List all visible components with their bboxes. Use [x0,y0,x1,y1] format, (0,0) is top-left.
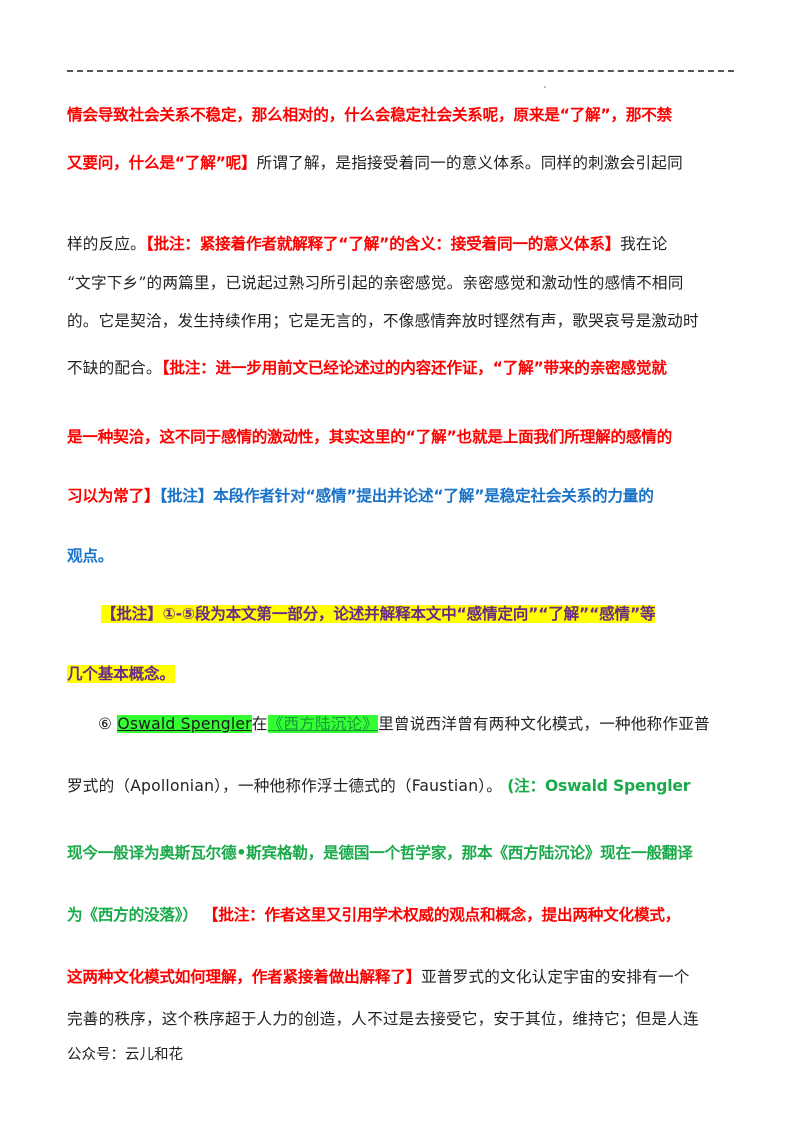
text-line-13: 罗式的（Apollonian），一种他称作浮士德式的（Faustian）。 (注… [67,775,737,797]
footer-account: 公众号：云儿和花 [67,1047,183,1063]
book-title-link[interactable]: 《西方陆沉论》 [267,715,379,733]
annotation-red: 【批注：作者这里又引用学术权威的观点和概念，提出两种文化模式， [202,906,681,924]
term-apollonian: Apollonian [130,777,215,795]
body-text: 完善的秩序，这个秩序超于人力的创造，人不过是去接受它，安于其位，维持它；但是人连 [67,1010,699,1028]
text-line-2: 又要问，什么是“了解”呢】所谓了解，是指接受着同一的意义体系。同样的刺激会引起同 [67,152,737,174]
text-line-14: 现今一般译为奥斯瓦尔德•斯宾格勒，是德国一个哲学家，那本《西方陆沉论》现在一般翻… [67,842,737,864]
annotation-red: 【批注：进一步用前文已经论述过的内容还作证，“了解”带来的亲密感觉就 [161,359,667,377]
body-text: 样的反应。 [67,235,146,253]
text-line-10: 【批注】①-⑤段为本文第一部分，论述并解释本文中“感情定向”“了解”“感情”等 [101,603,741,625]
text-line-11: 几个基本概念。 [67,663,737,685]
text-line-4: “文字下乡”的两篇里，已说起过熟习所引起的亲密感觉。亲密感觉和激动性的感情不相同 [67,272,737,294]
paragraph-number: ⑥ [98,715,113,733]
body-text: 里曾说西洋曾有两种文化模式，一种他称作亚普 [378,715,710,733]
body-text: “文字下乡”的两篇里，已说起过熟习所引起的亲密感觉。亲密感觉和激动性的感情不相同 [67,274,684,292]
body-text: 所谓了解，是指接受着同一的意义体系。同样的刺激会引起同 [256,154,683,172]
annotation-blue: 【批注】本段作者针对“感情”提出并论述“了解”是稳定社会关系的力量的 [159,487,654,505]
text-line-8: 习以为常了】【批注】本段作者针对“感情”提出并论述“了解”是稳定社会关系的力量的 [67,485,737,507]
annotation-blue: 观点。 [67,547,114,565]
text-line-5: 的。它是契洽，发生持续作用；它是无言的，不像感情奔放时铿然有声，歌哭哀号是激动时 [67,310,737,332]
annotation-red: 这两种文化模式如何理解，作者紧接着做出解释了】 [67,968,422,986]
text-line-16: 这两种文化模式如何理解，作者紧接着做出解释了】亚普罗式的文化认定宇宙的安排有一个 [67,966,737,988]
body-text: 的。它是契洽，发生持续作用；它是无言的，不像感情奔放时铿然有声，歌哭哀号是激动时 [67,312,699,330]
note-green: 为《西方的没落》） [67,906,198,924]
annotation-red: 又要问，什么是“了解”呢】 [67,154,257,172]
body-text: ）。 [478,777,503,795]
body-text: 在 [251,715,268,733]
body-text: ），一种他称作浮士德式的（ [214,777,412,795]
body-text: 不缺的配合。 [67,359,162,377]
text-line-1: 情会导致社会关系不稳定，那么相对的，什么会稳定社会关系呢，原来是“了解”，那不禁 [67,104,737,126]
note-green: 现今一般译为奥斯瓦尔德•斯宾格勒，是德国一个哲学家，那本《西方陆沉论》现在一般翻… [67,844,693,862]
text-line-9: 观点。 [67,545,737,567]
note-green: (注：Oswald Spengler [507,777,691,795]
annotation-red: 【批注：紧接着作者就解释了“了解”的含义：接受着同一的意义体系】 [145,235,621,253]
text-line-17: 完善的秩序，这个秩序超于人力的创造，人不过是去接受它，安于其位，维持它；但是人连 [67,1008,737,1030]
text-line-6: 不缺的配合。【批注：进一步用前文已经论述过的内容还作证，“了解”带来的亲密感觉就 [67,357,737,379]
body-text: 罗式的（ [67,777,131,795]
annotation-highlighted: 几个基本概念。 [67,665,175,683]
author-link[interactable]: Oswald Spengler [117,715,252,733]
header-dashed-rule [67,70,734,72]
text-line-3: 样的反应。【批注：紧接着作者就解释了“了解”的含义：接受着同一的意义体系】我在论 [67,233,737,255]
annotation-red: 是一种契洽，这不同于感情的激动性，其实这里的“了解”也就是上面我们所理解的感情的 [67,428,673,446]
text-line-12: ⑥ Oswald Spengler在《西方陆沉论》里曾说西洋曾有两种文化模式，一… [98,713,738,735]
annotation-red: 习以为常了】 [67,487,160,505]
body-text: 我在论 [620,235,668,253]
annotation-red: 情会导致社会关系不稳定，那么相对的，什么会稳定社会关系呢，原来是“了解”，那不禁 [67,106,673,124]
scan-speck [544,86,546,88]
annotation-highlighted: 【批注】①-⑤段为本文第一部分，论述并解释本文中“感情定向”“了解”“感情”等 [101,605,656,623]
text-line-15: 为《西方的没落》） 【批注：作者这里又引用学术权威的观点和概念，提出两种文化模式… [67,904,737,926]
term-faustian: Faustian [411,777,479,795]
body-text: 亚普罗式的文化认定宇宙的安排有一个 [421,968,690,986]
text-line-7: 是一种契洽，这不同于感情的激动性，其实这里的“了解”也就是上面我们所理解的感情的 [67,426,737,448]
